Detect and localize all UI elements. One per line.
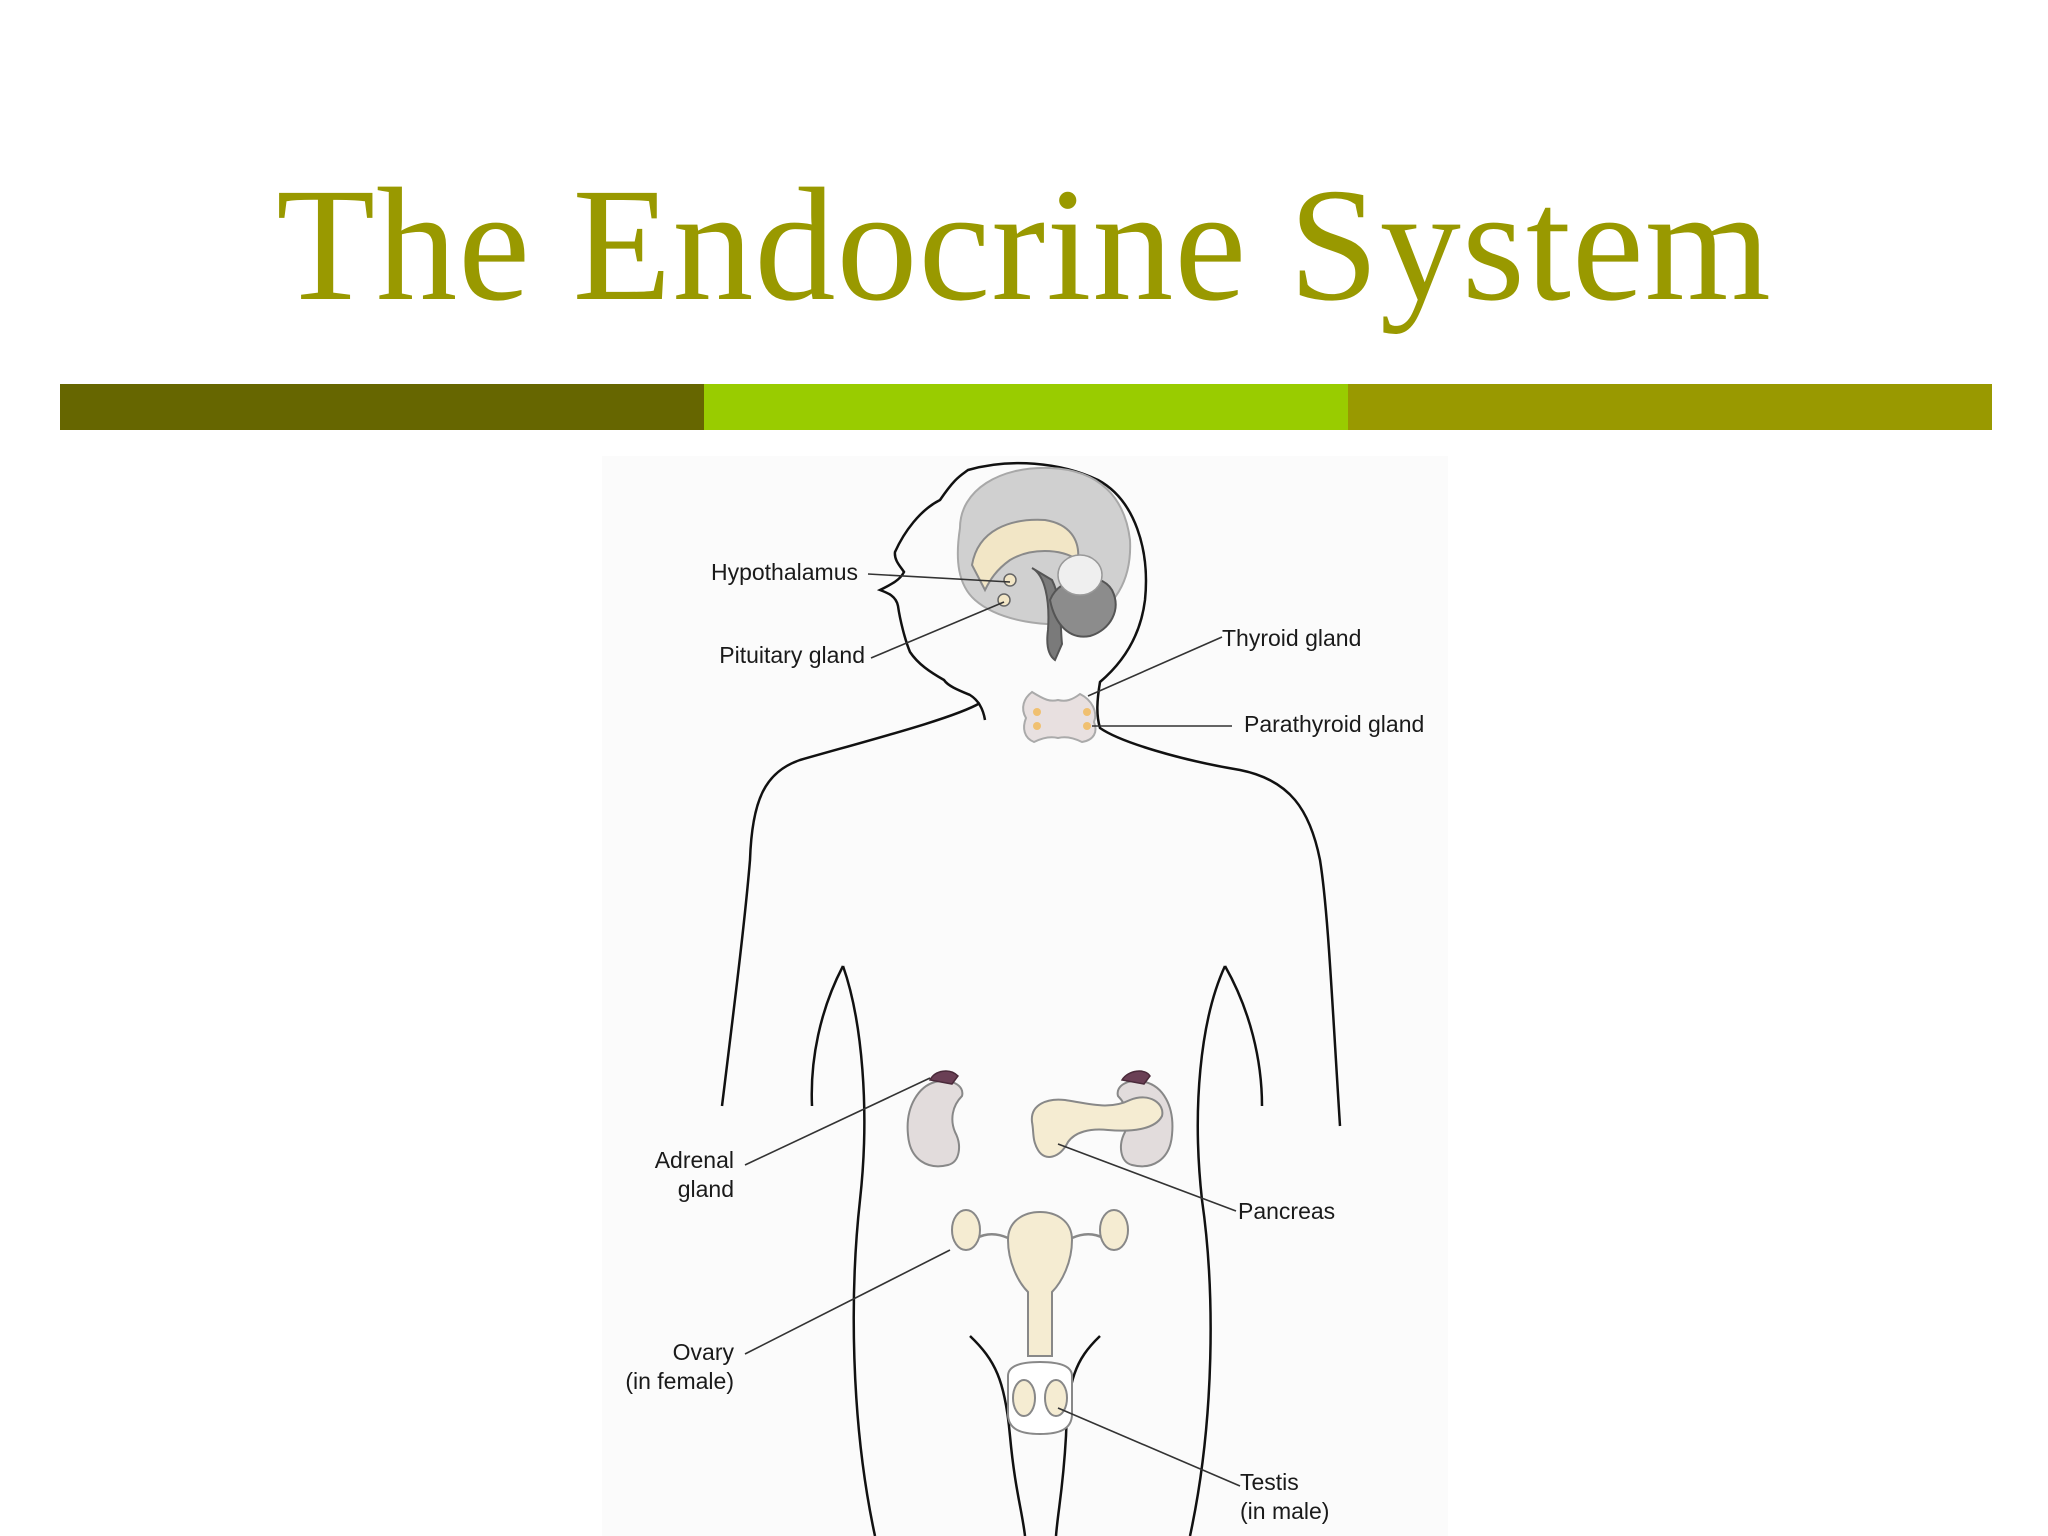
label-testis-line2: (in male) <box>1240 1498 1330 1524</box>
reproductive-female <box>951 1209 1129 1357</box>
parathyroid-dot <box>1083 708 1091 716</box>
title-divider-bar <box>60 384 1992 430</box>
testis-left <box>1012 1379 1036 1417</box>
label-thyroid-gland: Thyroid gland <box>1222 625 1362 651</box>
label-parathyroid-gland: Parathyroid gland <box>1244 711 1425 737</box>
leader-pancreas <box>1057 1143 1237 1212</box>
label-leader-lines <box>744 573 1241 1487</box>
brain-illustration <box>956 466 1132 662</box>
ovary-right <box>1099 1209 1129 1251</box>
label-ovary-line2: (in female) <box>625 1368 734 1394</box>
parathyroid-dot <box>1083 722 1091 730</box>
diagram-background <box>602 456 1448 1536</box>
label-ovary: Ovary (in female) <box>560 1338 734 1396</box>
thyroid-gland <box>1022 690 1097 744</box>
leader-testis <box>1057 1407 1241 1487</box>
label-hypothalamus: Hypothalamus <box>710 559 858 585</box>
label-pancreas: Pancreas <box>1238 1198 1336 1224</box>
leader-thyroid <box>1087 636 1223 697</box>
body-outline <box>720 461 1342 1536</box>
adrenal-gland-left <box>928 1070 959 1085</box>
leader-ovary <box>744 1249 951 1355</box>
parathyroid-dot <box>1033 722 1041 730</box>
label-pituitary-gland: Pituitary gland <box>719 642 865 668</box>
label-adrenal-line2: gland <box>677 1176 734 1202</box>
adrenal-gland-right <box>1120 1070 1151 1085</box>
pancreas-organ <box>1030 1096 1164 1158</box>
leader-pituitary <box>870 601 1005 659</box>
leader-hypothalamus <box>867 573 1011 583</box>
label-ovary-line1: Ovary <box>672 1339 734 1365</box>
label-adrenal-line1: Adrenal <box>654 1147 734 1173</box>
reproductive-male <box>1007 1360 1073 1436</box>
title-bar-segment-bright <box>704 384 1348 430</box>
hypothalamus-marker <box>1003 573 1017 587</box>
title-bar-segment-olive <box>1348 384 1992 430</box>
kidney-left <box>906 1070 964 1168</box>
cerebellum-highlight <box>1057 554 1103 596</box>
label-testis-line1: Testis <box>1240 1469 1299 1495</box>
label-testis: Testis (in male) <box>1240 1468 1329 1526</box>
ovary-left <box>951 1209 981 1251</box>
testis-right <box>1044 1379 1068 1417</box>
leader-adrenal <box>744 1077 931 1166</box>
label-adrenal-gland: Adrenal gland <box>600 1146 734 1204</box>
title-bar-segment-dark <box>60 384 704 430</box>
parathyroid-dot <box>1033 708 1041 716</box>
slide-title: The Endocrine System <box>276 156 1772 335</box>
